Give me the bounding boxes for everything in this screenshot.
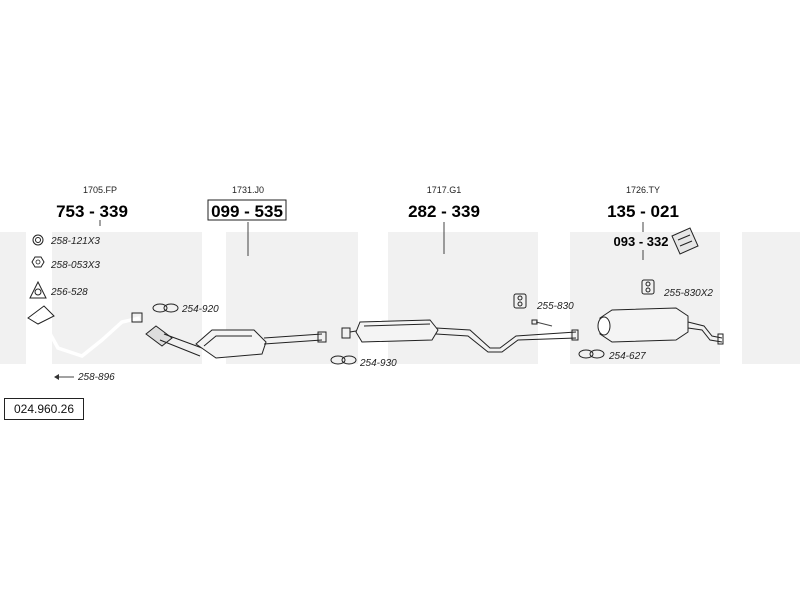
hanger-icon [513,293,527,309]
section-ref-3: 1717.G1 [427,185,462,195]
accessory-label-7: 255-830 [536,301,574,312]
accessory-label-9: 254-627 [608,351,646,362]
rear-silencer-body [599,307,689,343]
section-ref-2: 1731.J0 [232,185,264,195]
accessory-label-3: 256-528 [50,287,88,298]
front-pipe-flange [27,305,55,325]
clamp-icon [330,355,357,365]
hanger-bolt-icon [531,319,553,327]
part-number-2: 099 - 535 [211,202,283,221]
front-pipe [27,305,143,358]
ring-icon [32,234,44,246]
accessory-label-2: 258-053X3 [50,260,100,271]
part-number-box-2 [207,199,287,221]
diagram-code: 024.960.26 [4,398,84,420]
clamp-icon [578,349,605,359]
section-ref-1: 1705.FP [83,185,117,195]
clamp-icon [152,303,179,313]
accessory-label-6: 254-930 [359,358,397,369]
flex-pipe [145,325,173,347]
part-number-1: 753 - 339 [56,202,128,221]
part-number-3: 282 - 339 [408,202,480,221]
middle-silencer-body [355,319,439,343]
accessory-label-4: 258-896 [77,372,115,383]
nut-icon [31,256,45,268]
part-number-4: 135 - 021 [607,202,679,221]
accessory-label-8: 255-830X2 [663,288,713,299]
middle-silencer [341,319,579,353]
catalytic-converter [145,325,327,359]
sub-part-number-4: 093 - 332 [614,234,669,249]
hanger-icon [641,279,655,295]
heat-shield-icon [671,227,699,255]
bolt-icon [54,374,74,380]
gasket-icon [29,280,47,299]
front-pipe-end [131,312,143,323]
accessory-label-1: 258-121X3 [50,236,100,247]
accessory-label-5: 254-920 [181,304,219,315]
section-ref-4: 1726.TY [626,185,660,195]
rear-silencer [597,307,724,345]
background-watermark [0,232,800,364]
converter-body [195,329,267,359]
